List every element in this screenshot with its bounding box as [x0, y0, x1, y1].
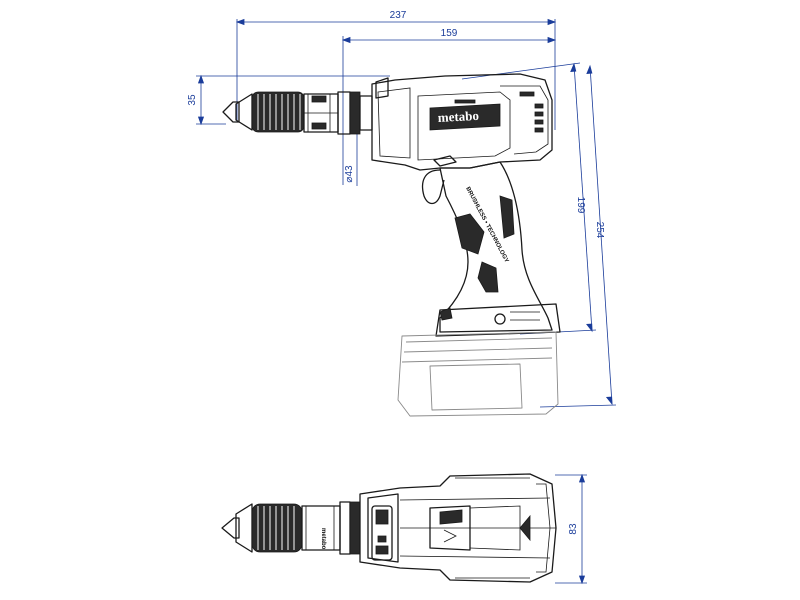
brand-logo: metabo: [437, 108, 479, 125]
top-logo: metabo: [320, 528, 326, 550]
dim-body-length: 159: [441, 28, 458, 39]
dim-overall-length: 237: [390, 10, 407, 21]
drill-side-view: metabo BRUSHLESS • TECHNOLOGY: [222, 73, 561, 417]
dim-chuck-height: 35: [187, 94, 198, 106]
dim-height-without-battery: 199: [575, 197, 586, 214]
dim-top-view-width: 83: [568, 523, 579, 535]
drill-top-view: metabo: [221, 473, 557, 583]
dim-height-with-battery: 254: [594, 222, 605, 239]
dim-collar-diameter: ⌀43: [344, 165, 355, 183]
chuck-sleeve: [251, 91, 305, 133]
battery-pack: [397, 331, 559, 417]
dimension-lines: [196, 18, 617, 585]
